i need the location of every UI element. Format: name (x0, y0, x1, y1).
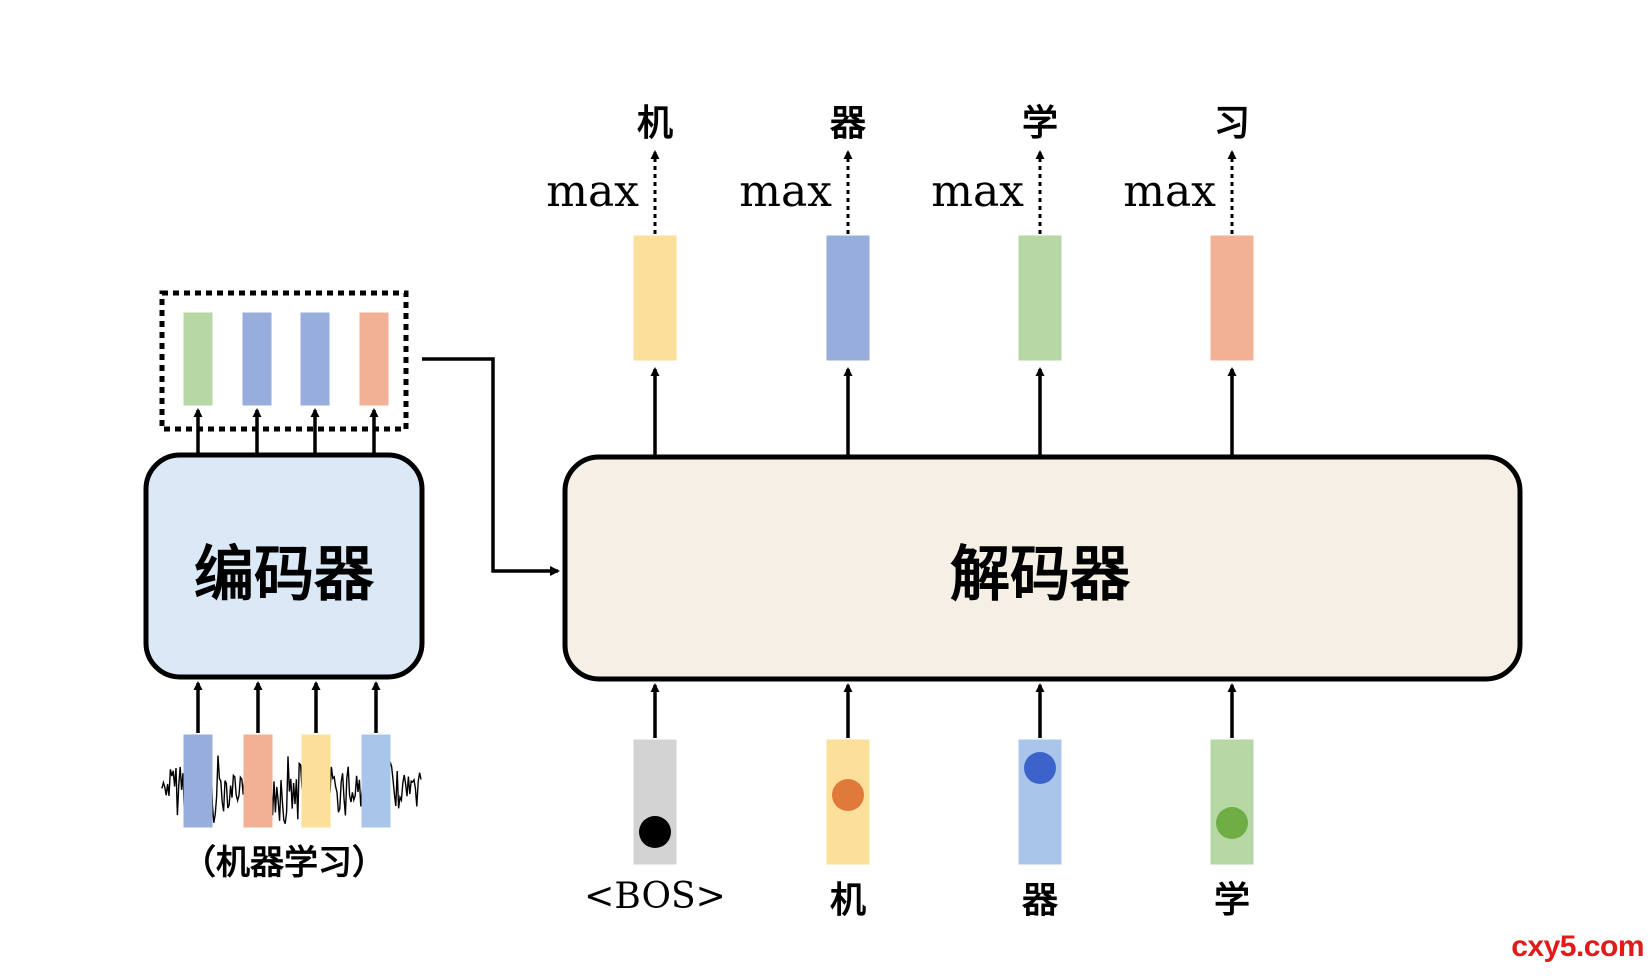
decoder-output-vector (1210, 235, 1254, 361)
decoder-input-dot (832, 779, 864, 811)
encoder-input-text: （机器学习） (182, 843, 386, 883)
encoder-input-vector (243, 734, 273, 828)
encoder-output-vector (300, 312, 330, 406)
decoder-box (562, 454, 1523, 682)
max-label: max (546, 166, 639, 217)
decoder-input-dot (1024, 752, 1056, 784)
decoder-input-token: <BOS> (584, 876, 726, 917)
decoder-output-vector (826, 235, 870, 361)
encoder-output-vector (242, 312, 272, 406)
encoder-label: 编码器 (194, 540, 375, 610)
decoder-output-token: 习 (1214, 102, 1250, 144)
max-label: max (739, 166, 832, 217)
decoder-input-vector (1210, 739, 1254, 865)
decoder-input-dot (639, 816, 671, 848)
decoder-label: 解码器 (950, 540, 1131, 610)
encoder-output-vector (359, 312, 389, 406)
encoder-input-vectors (183, 681, 391, 828)
encoder-box (143, 452, 425, 680)
decoder-output-token: 器 (830, 102, 867, 144)
max-label: max (931, 166, 1024, 217)
decoder-input-token: 器 (1022, 879, 1059, 921)
watermark: cxy5.com (1511, 930, 1644, 963)
decoder-input-token: 学 (1214, 879, 1250, 921)
decoder-output-token: 机 (637, 102, 673, 144)
encoder-output-vectors (183, 312, 389, 455)
decoder-input-vectors: <BOS> 机 器 学 (584, 683, 1254, 921)
encoder-input-vector (301, 734, 331, 828)
encoder-output-vector (183, 312, 213, 406)
encoder-input-vector (361, 734, 391, 828)
encoder-output-frame (159, 290, 409, 432)
decoder-input-token: 机 (830, 879, 866, 921)
decoder-output-vectors: max 机 max 器 max 学 max 习 (546, 102, 1254, 455)
max-label: max (1123, 166, 1216, 217)
decoder-output-token: 学 (1022, 102, 1058, 144)
decoder-output-vector (1018, 235, 1062, 361)
decoder-input-dot (1216, 807, 1248, 839)
encoder-to-decoder-arrow (422, 357, 560, 576)
encoder-input-vector (183, 734, 213, 828)
decoder-output-vector (633, 235, 677, 361)
